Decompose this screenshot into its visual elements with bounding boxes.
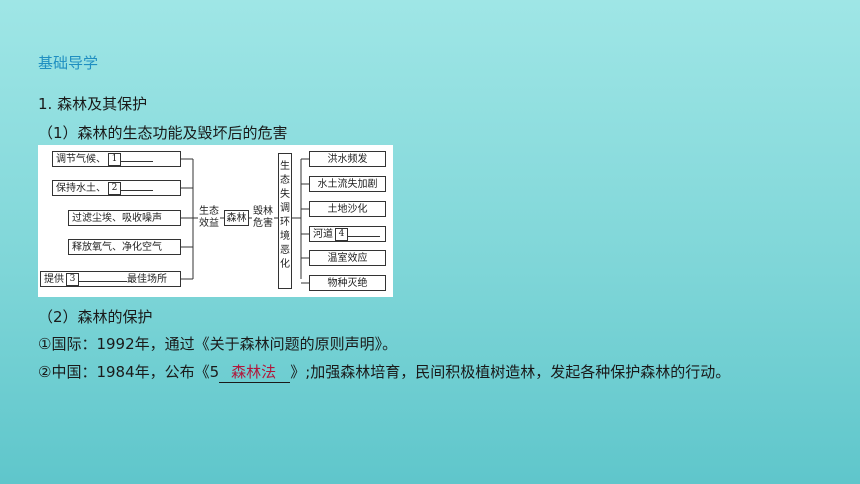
blank-number-3: 3	[66, 273, 79, 286]
destruction-harm-label: 毁林危害	[253, 206, 273, 229]
china-line-suffix: 》;加强森林培育，民间积极植树造林，发起各种保护森林的行动。	[290, 363, 731, 381]
section-title: 基础导学	[38, 54, 99, 72]
blank-number-2: 2	[108, 182, 121, 195]
imbalance-box: 生态失调环境恶化	[278, 153, 292, 289]
right-item-erosion: 水土流失加剧	[309, 176, 386, 192]
right-item-greenhouse: 温室效应	[309, 250, 386, 266]
international-line: ①国际：1992年，通过《关于森林问题的原则声明》。	[38, 335, 398, 353]
right-item-desertification: 土地沙化	[309, 201, 386, 217]
blank-number-4: 4	[335, 228, 348, 241]
china-line-prefix: ②中国：1984年，公布《5	[38, 363, 220, 381]
china-line: ②中国：1984年，公布《5 森林法》;加强森林培育，民间积极植树造林，发起各种保…	[38, 361, 730, 383]
left-item-soil: 保持水土、2	[52, 180, 181, 196]
left-item-dust: 过滤尘埃、吸收噪声	[68, 210, 181, 226]
forest-box: 森林	[224, 210, 249, 226]
left-item-oxygen: 释放氧气、净化空气	[68, 239, 181, 255]
blank-number-1: 1	[108, 153, 121, 166]
right-item-flood: 洪水频发	[309, 151, 386, 167]
answer-blank: 森林法	[219, 361, 291, 383]
heading-forest-protection: 1. 森林及其保护	[38, 95, 148, 113]
left-item-climate: 调节气候、1	[52, 151, 181, 167]
heading-ecological-function: （1）森林的生态功能及毁坏后的危害	[38, 124, 288, 142]
heading-forest-protection-measures: （2）森林的保护	[38, 308, 153, 326]
right-item-extinction: 物种灭绝	[309, 275, 386, 291]
diagram-connectors	[181, 158, 309, 284]
ecological-benefit-label: 生态效益	[199, 206, 219, 229]
answer-forest-law: 森林法	[231, 363, 277, 381]
